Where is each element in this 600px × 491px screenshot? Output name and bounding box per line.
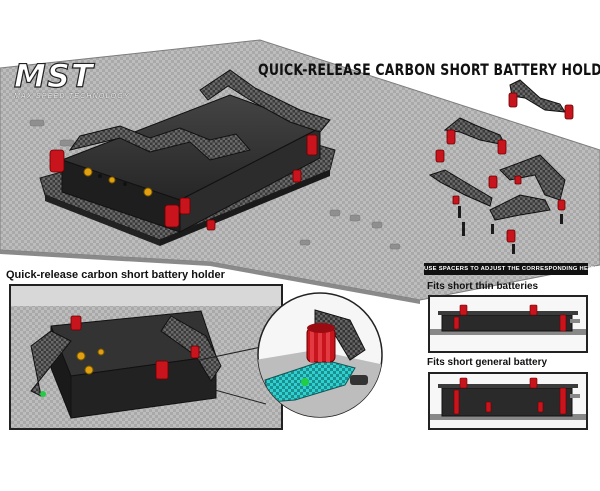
exploded-parts [428,79,574,254]
inset-title: Quick-release carbon short battery holde… [6,269,225,281]
magnified-detail [257,292,383,418]
spacer-instruction-note: USE SPACERS TO ADJUST THE CORRESPONDING … [424,263,600,275]
general-battery-label: Fits short general battery [427,357,548,368]
brand-logo: MST MAX SPEED TECHNOLOGY [13,57,144,106]
thin-battery-frame [428,295,588,353]
thin-battery-illustration [430,304,586,335]
logo-subtitle: MAX SPEED TECHNOLOGY [14,93,130,100]
logo-text: MST [13,57,94,95]
battery-connectors [83,167,153,197]
thin-battery-label: Fits short thin batteries [427,281,539,292]
inset-illustration [11,286,281,428]
red-knob [306,323,336,363]
general-battery-illustration [430,377,586,420]
inset-detail-frame [9,284,283,430]
battery-pack [60,94,322,233]
page-title: QUICK-RELEASE CARBON SHORT BATTERY HOLDE… [258,60,600,79]
general-battery-frame [428,372,588,430]
red-mounting-posts [49,134,318,231]
top-carbon-strap [68,69,331,161]
